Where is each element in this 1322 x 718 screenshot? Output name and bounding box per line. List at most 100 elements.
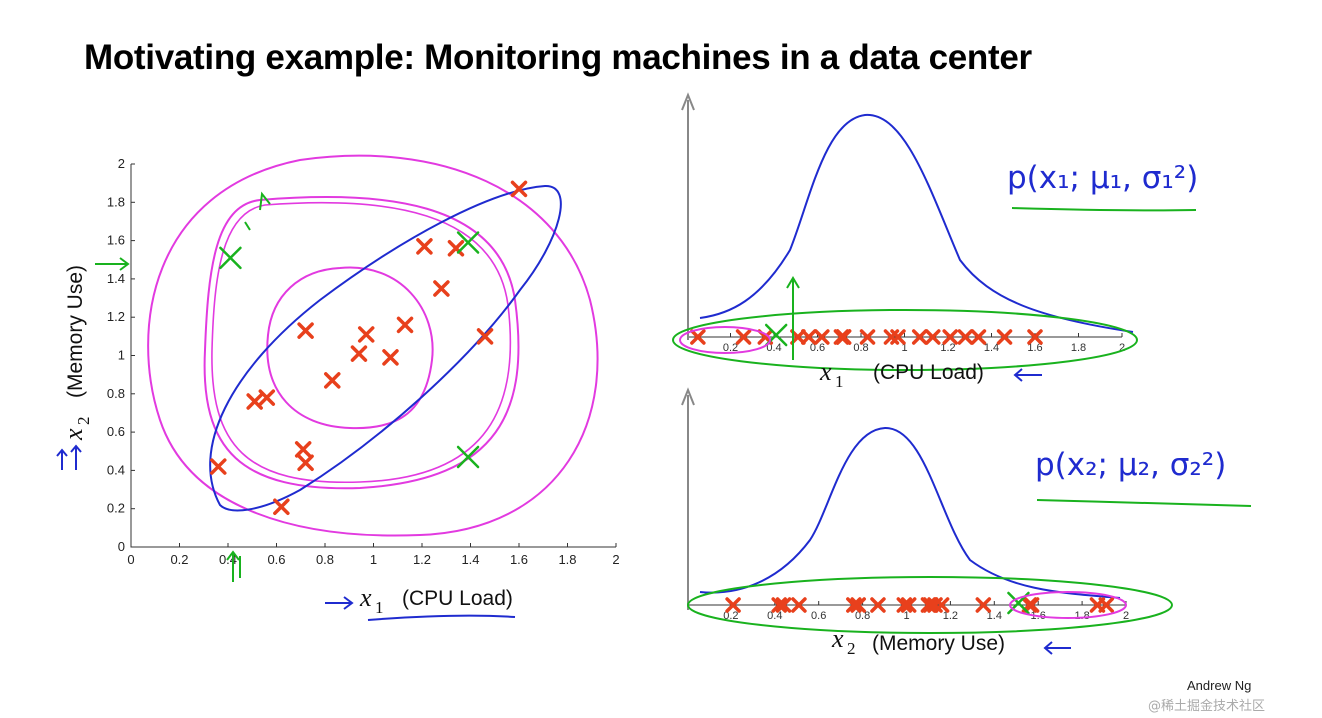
x1-green-arrow (786, 276, 800, 360)
scatter-y-tick-label: 1 (118, 348, 125, 363)
x1-xlabel-text: (CPU Load) (873, 361, 984, 384)
density-point (890, 329, 906, 345)
green-arrow-left (95, 257, 130, 271)
scatter-point (476, 328, 494, 345)
scatter-xlabel-sub: 1 (375, 598, 384, 617)
x1-magenta-region (679, 326, 771, 354)
x1-vertical-axis (681, 92, 695, 340)
density-tick-label: 0.6 (811, 610, 826, 622)
density-tick-label: 0.8 (855, 610, 870, 622)
density-tick-label: 1.2 (943, 610, 958, 622)
density-point (859, 329, 876, 345)
scatter-point (273, 498, 290, 516)
x2-xlabel-arrow (1043, 641, 1071, 655)
x2-xlabel-sub: 2 (847, 639, 856, 658)
scatter-ylabel-sub: 2 (74, 417, 93, 426)
scatter-y-tick-label: 1.8 (107, 194, 125, 209)
density-point (725, 597, 741, 613)
annotated-point (456, 231, 480, 254)
density-tick-label: 1 (901, 342, 907, 354)
scatter-point (324, 372, 341, 389)
density-point (996, 329, 1013, 345)
x2-points (725, 591, 1114, 615)
density-tick-label: 1 (903, 610, 909, 622)
scatter-x-tick-label: 2 (612, 552, 619, 567)
density-point (896, 597, 913, 613)
scatter-point (447, 240, 465, 257)
density-tick-label: 1.6 (1027, 342, 1042, 354)
scatter-x-tick-label: 0.6 (267, 552, 285, 567)
scatter-point (416, 238, 433, 255)
density-tick-label: 0.4 (766, 342, 781, 354)
x2-xlabel-var: x (831, 624, 844, 653)
scatter-x-tick-label: 1.4 (461, 552, 479, 567)
xlabel-underline (367, 614, 516, 621)
scatter-point (382, 349, 399, 366)
density-point (850, 597, 866, 613)
density-point (975, 597, 992, 613)
scatter-x-tick-label: 0 (127, 552, 134, 567)
middle-contour-2 (211, 201, 512, 484)
green-arrow-top (244, 191, 271, 231)
x2-density-underline (1036, 499, 1252, 507)
scatter-point (433, 280, 450, 297)
x1-density-label: p(x₁; μ₁, σ₁²) (1007, 160, 1198, 196)
scatter-point (357, 326, 375, 343)
density-tick-label: 1.4 (987, 610, 1002, 622)
middle-contour (203, 195, 520, 490)
density-tick-label: 0.6 (810, 342, 825, 354)
density-point (846, 597, 862, 613)
green-arrow-bottom (226, 550, 241, 582)
outer-contour (147, 154, 599, 537)
scatter-point (350, 345, 368, 362)
scatter-y-tick-label: 0 (118, 539, 125, 554)
x2-magenta-region (1009, 591, 1127, 619)
scatter-x-tick-label: 0.2 (170, 552, 188, 567)
x2-xlabel-text: (Memory Use) (872, 632, 1005, 655)
density-tick-label: 1.8 (1071, 342, 1086, 354)
density-tick-label: 2 (1119, 342, 1125, 354)
density-point (1027, 329, 1043, 345)
scatter-ylabel-text: (Memory Use) (64, 265, 87, 398)
density-tick-label: 1.8 (1074, 610, 1089, 622)
inner-contour (266, 266, 434, 430)
scatter-x-tick-label: 1.2 (413, 552, 431, 567)
scatter-point (297, 322, 314, 339)
author-credit: Andrew Ng (1187, 678, 1251, 693)
scatter-point (510, 180, 528, 198)
density-point (933, 597, 950, 613)
density-tick-label: 1.4 (984, 342, 999, 354)
density-tick-label: 0.2 (723, 610, 738, 622)
x1-green-region (672, 309, 1138, 371)
x2-gaussian-curve (699, 426, 1121, 599)
scatter-y-tick-label: 1.4 (107, 271, 125, 286)
scatter-y-tick-label: 2 (118, 156, 125, 171)
scatter-xlabel-var: x (359, 583, 372, 612)
density-point (970, 329, 987, 345)
density-point (771, 597, 787, 613)
density-point (870, 597, 886, 613)
x1-xlabel-sub: 1 (835, 372, 844, 391)
scatter-y-tick-label: 0.4 (107, 462, 125, 477)
density-point (922, 597, 939, 613)
density-tick-label: 0.2 (723, 342, 738, 354)
watermark: @稀土掘金技术社区 (1148, 698, 1265, 714)
scatter-x-tick-label: 1.8 (558, 552, 576, 567)
scatter-x-tick-label: 0.8 (316, 552, 334, 567)
density-point (1098, 597, 1114, 613)
density-point (791, 597, 807, 613)
x1-xlabel-arrow (1013, 368, 1042, 382)
scatter-points (210, 180, 528, 516)
density-point (900, 597, 917, 613)
annotated-point (219, 246, 242, 270)
scatter-xlabel-text: (CPU Load) (402, 587, 513, 610)
density-point (690, 329, 706, 345)
scatter-y-tick-label: 1.2 (107, 309, 125, 324)
density-point (911, 329, 928, 345)
